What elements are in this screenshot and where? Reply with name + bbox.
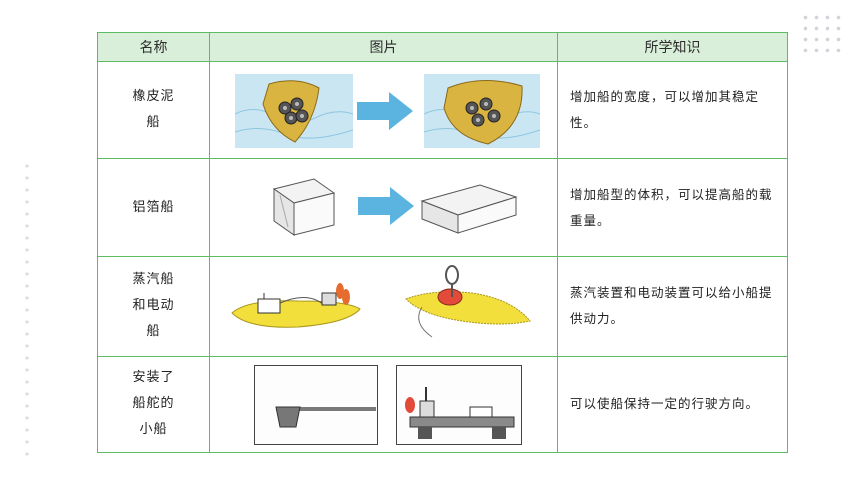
knowledge-table: 名称 图片 所学知识 橡皮泥船: [97, 32, 788, 454]
row-knowledge: 可以使船保持一定的行驶方向。: [557, 355, 788, 454]
table-row: 橡皮泥船 增加船的宽度，可以增加其稳定性。: [97, 60, 788, 159]
header-row: 名称 图片 所学知识: [97, 32, 788, 62]
row-name: 橡皮泥船: [97, 60, 210, 159]
electric-boat-image: [231, 283, 361, 329]
row-name: 蒸汽船和电动船: [97, 256, 210, 357]
boat-with-rudder-image: [396, 364, 522, 445]
header-knowledge: 所学知识: [557, 32, 788, 62]
foil-boat-tall-image: [272, 178, 336, 236]
header-picture: 图片: [209, 32, 558, 62]
row-name: 安装了船舵的小船: [97, 355, 210, 454]
table-row: 铝箔船 增加船型的体积，可以提高船的载重量。: [97, 157, 788, 258]
arrow-right-icon: [357, 91, 413, 130]
decorative-dots: [800, 12, 846, 52]
steam-boat-image: [405, 265, 531, 338]
row-knowledge: 增加船型的体积，可以提高船的载重量。: [557, 157, 788, 258]
arrow-right-icon: [358, 186, 414, 225]
row-name: 铝箔船: [97, 157, 210, 258]
row-picture: [209, 355, 558, 454]
rudder-image: [254, 364, 378, 445]
clay-boat-wide-image: [424, 73, 540, 148]
foil-boat-wide-image: [420, 184, 518, 234]
row-picture: [209, 157, 558, 258]
decorative-dots-left: [24, 160, 30, 460]
table-row: 安装了船舵的小船 可以使船保持一定的行驶方向。: [97, 355, 788, 454]
row-knowledge: 蒸汽装置和电动装置可以给小船提供动力。: [557, 256, 788, 357]
header-name: 名称: [97, 32, 210, 62]
clay-boat-narrow-image: [235, 73, 353, 148]
row-knowledge: 增加船的宽度，可以增加其稳定性。: [557, 60, 788, 159]
row-picture: [209, 60, 558, 159]
row-picture: [209, 256, 558, 357]
table-row: 蒸汽船和电动船 蒸汽装置和电动装置可以给小船提供动力。: [97, 256, 788, 357]
